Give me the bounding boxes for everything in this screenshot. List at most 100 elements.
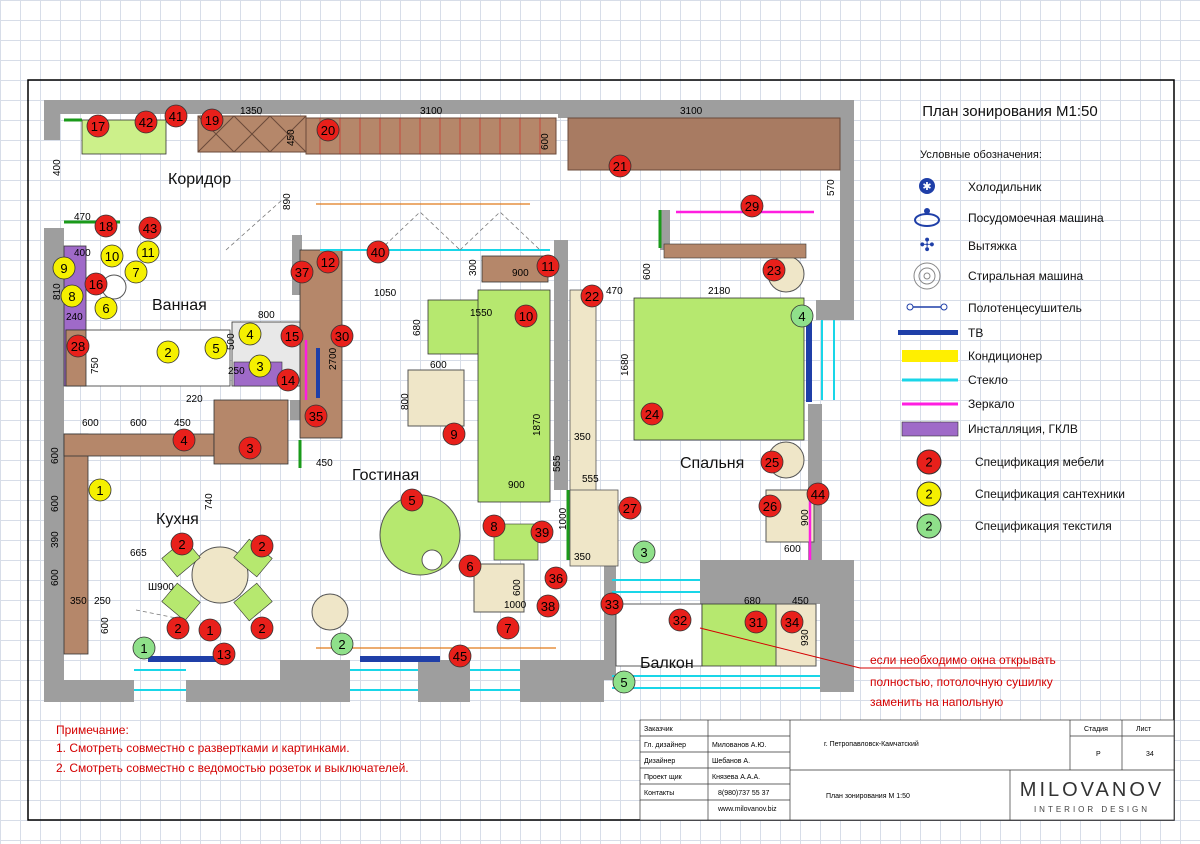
dim-label: 900 xyxy=(800,509,811,526)
balcony-lounger xyxy=(701,603,777,667)
dim-label: Ш900 xyxy=(148,582,174,593)
legend-label-plumbing: Спецификация сантехники xyxy=(975,487,1125,501)
bathtub xyxy=(65,329,231,387)
plumbing-marker-circle xyxy=(136,240,160,264)
dim-label: 555 xyxy=(582,474,599,485)
dim-label: 600 xyxy=(642,263,653,280)
furniture-marker-circle xyxy=(212,642,236,666)
plumbing-marker-circle xyxy=(248,354,272,378)
plumbing-marker-label: 9 xyxy=(60,261,67,276)
dining-table xyxy=(191,546,249,604)
dim-label: 665 xyxy=(130,548,147,559)
furniture-marker-circle xyxy=(304,404,328,428)
textile-marker: 5 xyxy=(612,670,636,694)
furniture-marker-label: 15 xyxy=(285,329,299,344)
furniture-marker: 35 xyxy=(304,404,328,428)
furniture-marker: 28 xyxy=(66,334,90,358)
walls xyxy=(44,100,854,702)
dim-label: 450 xyxy=(316,458,333,469)
dim-label: 3100 xyxy=(420,106,443,117)
annotation-line-2: полностью, потолочную сушилку xyxy=(870,675,1053,689)
textile-marker-circle xyxy=(330,632,354,656)
wardrobe-hatch xyxy=(197,115,307,153)
furniture-marker-circle xyxy=(94,214,118,238)
furniture-marker: 3 xyxy=(238,436,262,460)
furniture-marker: 12 xyxy=(316,250,340,274)
furniture-marker-circle xyxy=(668,608,692,632)
svg-text:✱: ✱ xyxy=(922,180,931,193)
furniture-marker-circle xyxy=(608,154,632,178)
furniture-marker: 2 xyxy=(170,532,194,556)
plumbing-marker: 4 xyxy=(238,322,262,346)
room-label-kitchen: Кухня xyxy=(156,511,199,528)
furniture-marker: 2 xyxy=(166,616,190,640)
furniture-marker-label: 1 xyxy=(206,623,213,638)
furniture-marker-label: 11 xyxy=(541,259,555,274)
furniture-marker-circle xyxy=(170,532,194,556)
room-label-corridor: Коридор xyxy=(168,171,231,188)
furniture-marker: 22 xyxy=(580,284,604,308)
furniture-marker-circle xyxy=(238,436,262,460)
furniture-marker-circle xyxy=(806,482,830,506)
furniture-marker-label: 43 xyxy=(143,221,157,236)
tb-project-label: Проект щик xyxy=(644,774,683,781)
plumbing-marker-circle xyxy=(156,340,180,364)
furniture-marker: 5 xyxy=(400,488,424,512)
legend-label-dishwasher: Посудомоечная машина xyxy=(968,211,1104,225)
plumbing-marker-label: 2 xyxy=(164,345,171,360)
tb-project-value: Князева А.А.А. xyxy=(712,774,760,781)
furniture-marker-circle xyxy=(442,422,466,446)
furniture-marker: 10 xyxy=(514,304,538,328)
plumbing-marker: 9 xyxy=(52,256,76,280)
furniture-marker-circle xyxy=(496,616,520,640)
dim-label: 600 xyxy=(430,360,447,371)
textile-marker: 2 xyxy=(330,632,354,656)
side-table xyxy=(421,549,443,571)
plumbing-marker-label: 11 xyxy=(141,245,155,260)
furniture-marker-label: 9 xyxy=(450,427,457,442)
plumbing-marker: 5 xyxy=(204,336,228,360)
furniture-marker-circle xyxy=(164,104,188,128)
furniture-marker-label: 22 xyxy=(585,289,599,304)
legend-green-marker xyxy=(916,513,942,539)
plumbing-marker: 10 xyxy=(100,244,124,268)
furniture-marker: 14 xyxy=(276,368,300,392)
furniture-marker: 8 xyxy=(482,514,506,538)
furniture-marker-label: 18 xyxy=(99,219,113,234)
furniture-marker-label: 6 xyxy=(466,559,473,574)
dishwasher-icon xyxy=(914,208,940,227)
dim-label: 900 xyxy=(508,480,525,491)
furniture-marker-circle xyxy=(250,616,274,640)
legend-green-marker-label: 2 xyxy=(925,519,932,534)
furniture-marker-label: 27 xyxy=(623,501,637,516)
dim-label: 390 xyxy=(50,531,61,548)
furniture-marker: 18 xyxy=(94,214,118,238)
furniture-marker-label: 24 xyxy=(645,407,659,422)
textile-marker-label: 1 xyxy=(140,641,147,656)
dim-label: 600 xyxy=(100,617,111,634)
dim-label: 1050 xyxy=(374,288,397,299)
furniture-marker-label: 2 xyxy=(178,537,185,552)
tb-website: www.milovanov.biz xyxy=(717,806,777,813)
tb-address: г. Петропавловск-Камчатский xyxy=(824,740,919,748)
notes-line-2: 2. Смотреть совместно с ведомостью розет… xyxy=(56,761,409,775)
furniture-marker-label: 37 xyxy=(295,265,309,280)
dim-label: 810 xyxy=(52,283,63,300)
plumbing-marker-label: 5 xyxy=(212,341,219,356)
furniture-marker: 27 xyxy=(618,496,642,520)
dim-label: 400 xyxy=(52,159,63,176)
furniture-marker-circle xyxy=(780,610,804,634)
dim-label: 240 xyxy=(66,312,83,323)
armchair xyxy=(407,369,465,427)
bedroom-desk xyxy=(569,489,619,567)
tb-client-label: Заказчик xyxy=(644,726,674,733)
furniture-marker-label: 41 xyxy=(169,109,183,124)
tb-designer-label: Дизайнер xyxy=(644,757,675,765)
furniture-marker: 31 xyxy=(744,610,768,634)
dim-label: 600 xyxy=(512,579,523,596)
furniture-marker-label: 39 xyxy=(535,525,549,540)
furniture-marker-label: 26 xyxy=(763,499,777,514)
furniture-marker: 38 xyxy=(536,594,560,618)
dim-label: 600 xyxy=(50,495,61,512)
